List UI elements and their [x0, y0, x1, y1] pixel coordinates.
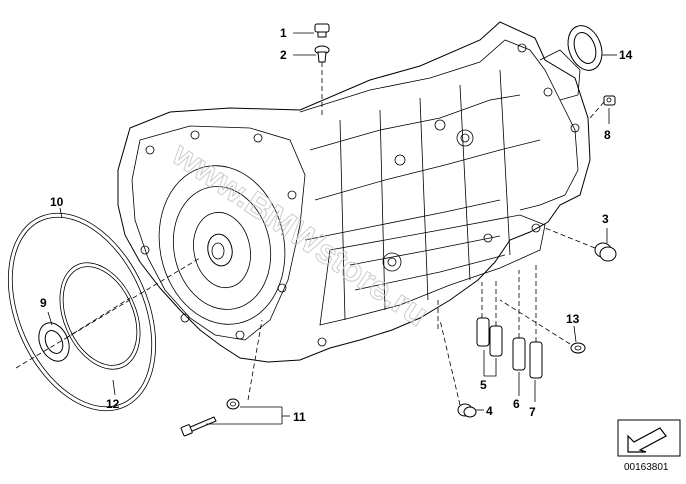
callout-3: 3 — [602, 212, 609, 226]
part-3-drain-plug — [594, 242, 617, 262]
part-13-seal-ring — [570, 342, 586, 354]
part-8-plug — [603, 95, 616, 106]
callout-12: 12 — [106, 397, 120, 411]
part-9-seal — [38, 322, 70, 362]
part-1-cap — [314, 23, 330, 38]
callout-4: 4 — [486, 404, 493, 418]
leader-lines — [15, 32, 617, 425]
nav-arrow-box[interactable] — [617, 419, 681, 457]
part-5-sleeves — [476, 317, 503, 357]
callout-6: 6 — [513, 397, 520, 411]
reference-number: 00163801 — [624, 462, 669, 473]
part-10-o-ring — [7, 212, 157, 412]
part-6-pin — [512, 337, 526, 371]
callout-13: 13 — [566, 312, 580, 326]
part-2-vent — [314, 45, 330, 63]
callout-11: 11 — [293, 410, 306, 424]
part-14-seal — [567, 25, 603, 71]
callout-labels: 1 2 14 8 3 10 9 13 5 12 6 4 7 11 — [40, 26, 633, 424]
callout-9: 9 — [40, 296, 47, 310]
callout-5: 5 — [480, 378, 487, 392]
callout-10: 10 — [50, 195, 64, 209]
callout-14: 14 — [619, 48, 633, 62]
transmission-housing — [117, 21, 591, 363]
part-4-screw-plug — [457, 403, 477, 418]
part-11-bolt — [180, 398, 240, 437]
part-7-pin — [529, 341, 543, 379]
callout-1: 1 — [280, 26, 287, 40]
callout-7: 7 — [529, 405, 536, 419]
part-12-gasket — [59, 262, 141, 370]
diagonal-arrow-icon — [627, 427, 667, 453]
callout-2: 2 — [280, 48, 287, 62]
callout-8: 8 — [604, 128, 611, 142]
